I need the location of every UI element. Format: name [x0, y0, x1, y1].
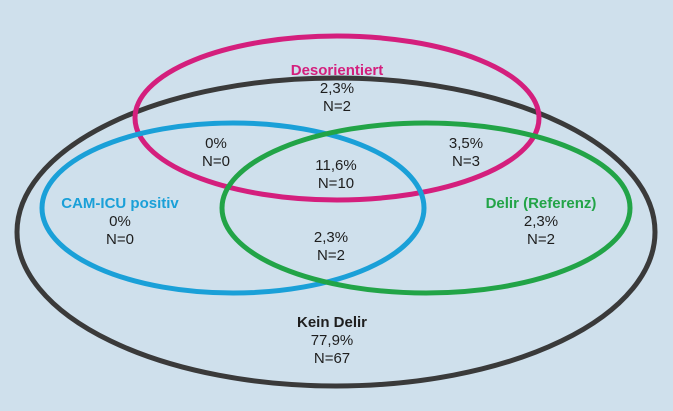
- desorientiert-n: N=2: [323, 98, 351, 115]
- all-three-percent: 11,6%: [315, 157, 357, 174]
- kein-delir-title: Kein Delir: [296, 314, 368, 331]
- cam-icu-percent: 0%: [109, 213, 131, 230]
- all-three-n: N=10: [317, 175, 355, 192]
- outer-ellipse: [14, 75, 658, 389]
- cam-desor-percent: 0%: [205, 135, 227, 152]
- cam-icu-title: CAM-ICU positiv: [61, 195, 179, 212]
- delir-n: N=2: [527, 231, 555, 248]
- kein-delir-percent: 77,9%: [310, 332, 354, 349]
- cam-icu-n: N=0: [106, 231, 134, 248]
- desor-delir-percent: 3,5%: [448, 135, 484, 152]
- cam-icu-ellipse: [39, 120, 427, 296]
- cam-desor-n: N=0: [202, 153, 230, 170]
- desorientiert-percent: 2,3%: [319, 80, 355, 97]
- cam-icu-label: CAM-ICU positiv 0% N=0: [61, 195, 179, 249]
- desorientiert-title: Desorientiert: [290, 62, 384, 79]
- delir-ellipse: [219, 120, 633, 296]
- kein-delir-n: N=67: [313, 350, 351, 367]
- all-three-label: 11,6% N=10: [315, 157, 356, 193]
- cam-desor-label: 0% N=0: [202, 135, 230, 171]
- desorientiert-label: Desorientiert 2,3% N=2: [291, 62, 384, 116]
- delir-percent: 2,3%: [523, 213, 559, 230]
- cam-delir-label: 2,3% N=2: [314, 229, 348, 265]
- cam-delir-percent: 2,3%: [313, 229, 349, 246]
- delir-title: Delir (Referenz): [485, 195, 597, 212]
- kein-delir-label: Kein Delir 77,9% N=67: [297, 314, 367, 368]
- desor-delir-n: N=3: [452, 153, 480, 170]
- cam-delir-n: N=2: [317, 247, 345, 264]
- desor-delir-label: 3,5% N=3: [449, 135, 483, 171]
- desorientiert-ellipse: [132, 33, 542, 203]
- delir-label: Delir (Referenz) 2,3% N=2: [486, 195, 597, 249]
